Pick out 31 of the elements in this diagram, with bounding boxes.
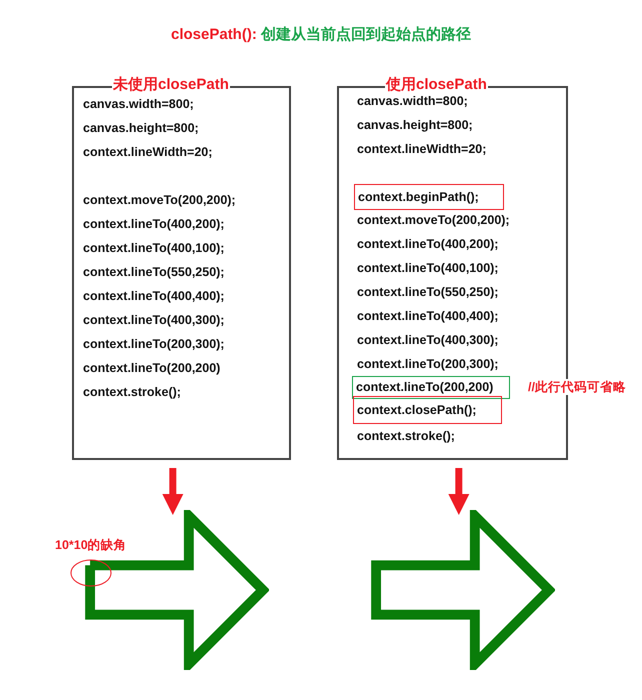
code-line: context.lineTo(200,300); bbox=[357, 356, 498, 372]
code-line: context.lineTo(400,400); bbox=[83, 288, 224, 304]
code-line: context.moveTo(200,200); bbox=[83, 192, 236, 208]
code-line: context.lineTo(400,100); bbox=[83, 240, 224, 256]
code-line: context.lineTo(400,400); bbox=[357, 308, 498, 324]
code-comment: //此行代码可省略 bbox=[528, 379, 626, 395]
annotation-label: 10*10的缺角 bbox=[55, 537, 127, 554]
code-line: canvas.height=800; bbox=[83, 120, 199, 136]
code-line: canvas.width=800; bbox=[357, 93, 468, 109]
code-line: context.lineTo(400,300); bbox=[357, 332, 498, 348]
code-line: context.lineTo(400,200); bbox=[357, 236, 498, 252]
arrow bbox=[162, 468, 184, 515]
arrow bbox=[448, 468, 470, 515]
section-heading: 使用closePath bbox=[385, 76, 488, 94]
code-line: context.lineTo(200,200) bbox=[83, 360, 220, 376]
code-line: context.lineTo(400,100); bbox=[357, 260, 498, 276]
code-line: context.lineWidth=20; bbox=[83, 144, 212, 160]
code-line: context.lineTo(550,250); bbox=[357, 284, 498, 300]
code-line: context.lineTo(400,200); bbox=[83, 216, 224, 232]
outlined-arrow-drawing bbox=[370, 510, 555, 670]
code-line: canvas.width=800; bbox=[83, 96, 194, 112]
code-line: context.lineTo(200,300); bbox=[83, 336, 224, 352]
section-heading: 未使用closePath bbox=[112, 76, 230, 94]
code-line: context.moveTo(200,200); bbox=[357, 212, 510, 228]
code-line: context.stroke(); bbox=[83, 384, 181, 400]
code-line: context.lineTo(550,250); bbox=[83, 264, 224, 280]
code-line: context.stroke(); bbox=[357, 428, 455, 444]
code-line: context.lineWidth=20; bbox=[357, 141, 486, 157]
code-line: canvas.height=800; bbox=[357, 117, 473, 133]
code-line: context.lineTo(400,300); bbox=[83, 312, 224, 328]
title: closePath(): 创建从当前点回到起始点的路径 bbox=[170, 25, 472, 44]
